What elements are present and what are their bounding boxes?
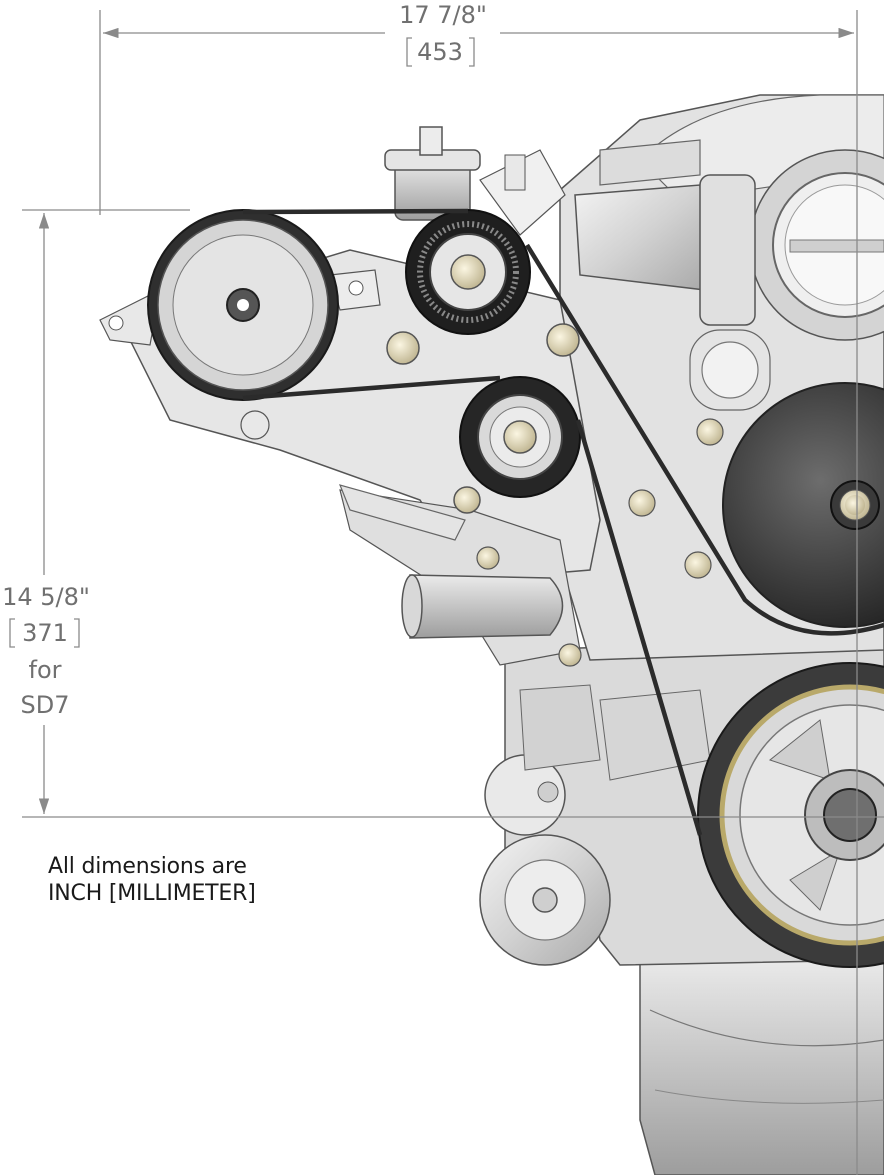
height-model-label: SD7 bbox=[21, 691, 70, 719]
mounting-bolts bbox=[240, 323, 865, 667]
serpentine-belt bbox=[242, 208, 884, 836]
width-mm-label: 453 bbox=[417, 38, 463, 66]
units-note-line2: INCH [MILLIMETER] bbox=[48, 881, 256, 906]
height-mm-label: 371 bbox=[22, 619, 68, 647]
dimension-lines bbox=[22, 10, 884, 1175]
height-qualifier-label: for bbox=[29, 656, 62, 684]
width-mm-bracket bbox=[406, 37, 475, 67]
units-note: All dimensions are INCH [MILLIMETER] bbox=[48, 853, 256, 907]
idler-pulley-upper bbox=[405, 209, 531, 335]
tensioner-pulley bbox=[459, 376, 581, 498]
height-inch-label: 14 5/8" bbox=[2, 583, 90, 611]
width-inch-label: 17 7/8" bbox=[399, 1, 487, 29]
crank-balancer bbox=[697, 662, 884, 968]
units-note-line1: All dimensions are bbox=[48, 854, 247, 879]
ac-compressor bbox=[99, 209, 381, 401]
height-mm-bracket bbox=[9, 618, 80, 648]
